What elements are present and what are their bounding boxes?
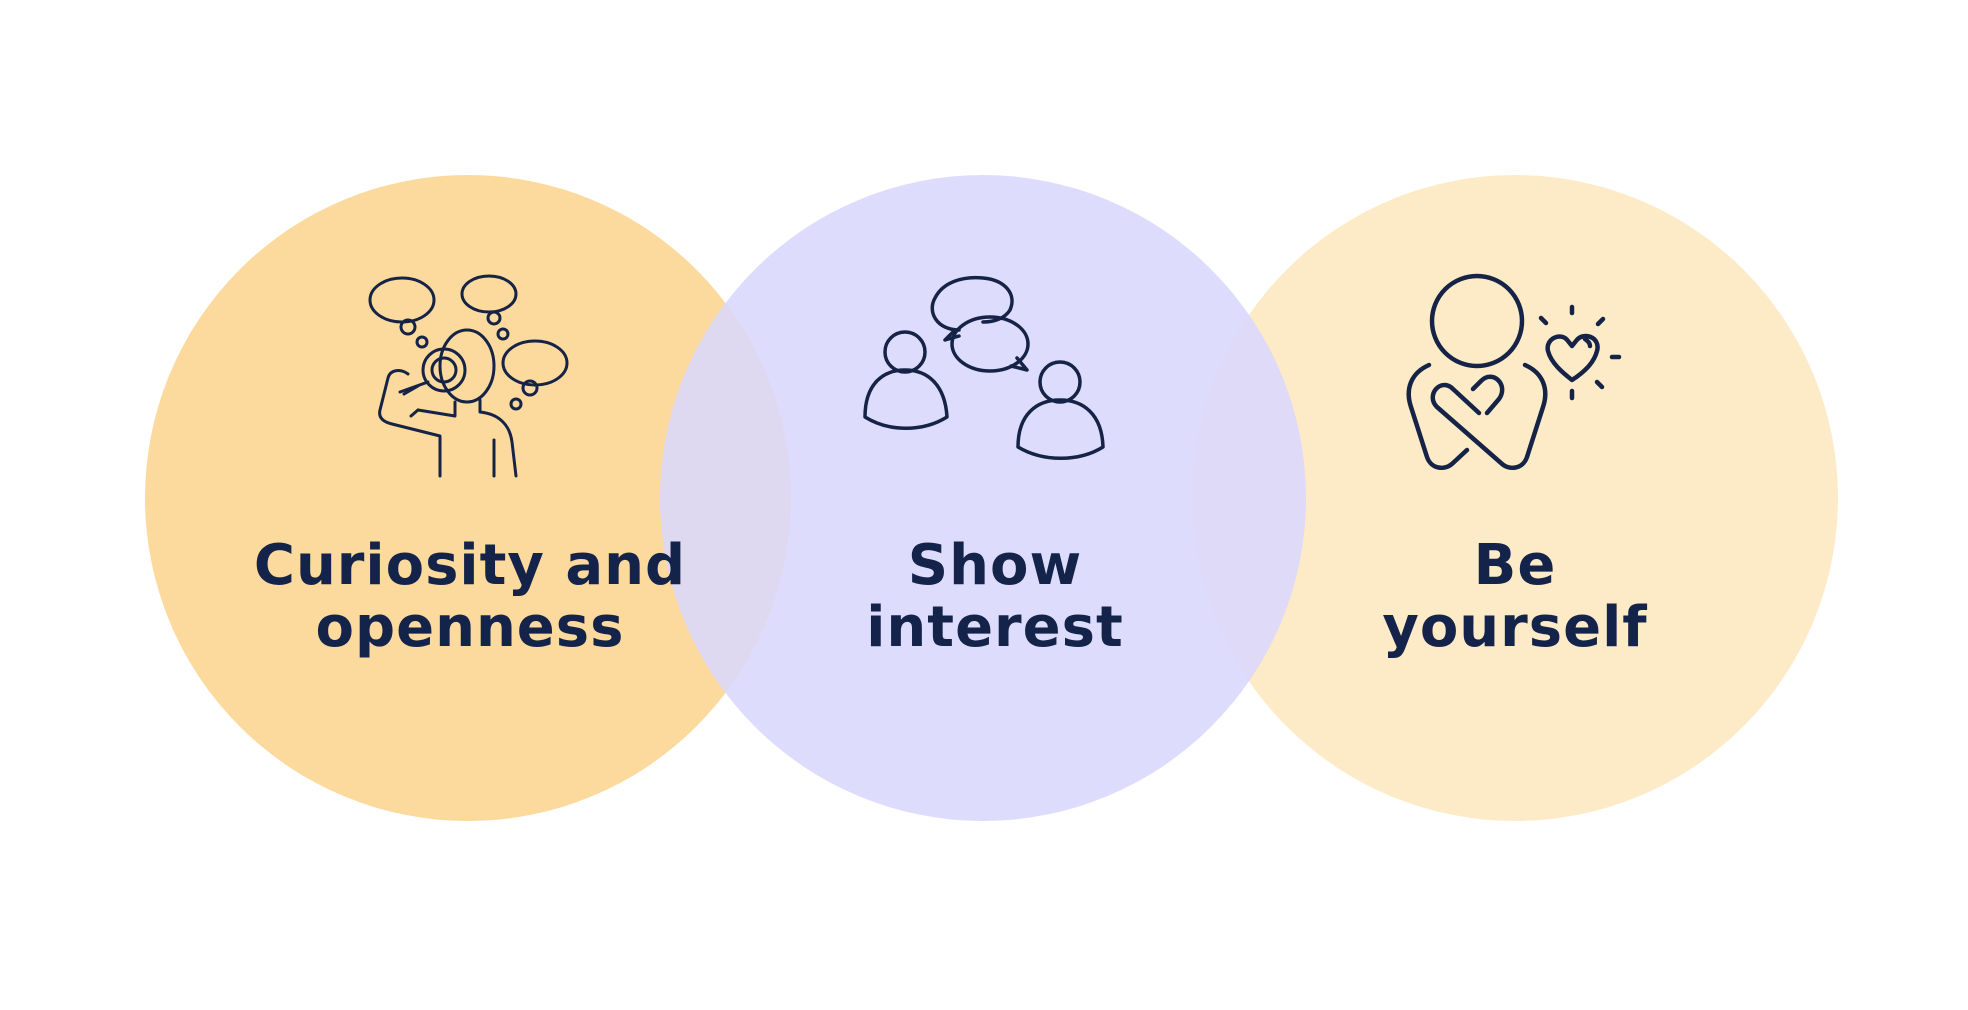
- label-line-1: Curiosity and: [253, 533, 687, 598]
- circle-show-interest: [660, 175, 1306, 821]
- label-line-2: openness: [315, 595, 625, 660]
- curious-person-magnifier-icon: [368, 274, 569, 478]
- label-line-1: Be: [1473, 533, 1557, 598]
- label-show-interest: Show interest: [800, 535, 1190, 659]
- people-conversation-icon: [863, 275, 1105, 460]
- label-curiosity-and-openness: Curiosity and openness: [230, 535, 710, 659]
- label-line-2: interest: [866, 595, 1124, 660]
- label-be-yourself: Be yourself: [1320, 535, 1710, 659]
- label-line-1: Show: [907, 533, 1083, 598]
- label-line-2: yourself: [1382, 595, 1648, 660]
- self-hug-heart-icon: [1406, 273, 1622, 471]
